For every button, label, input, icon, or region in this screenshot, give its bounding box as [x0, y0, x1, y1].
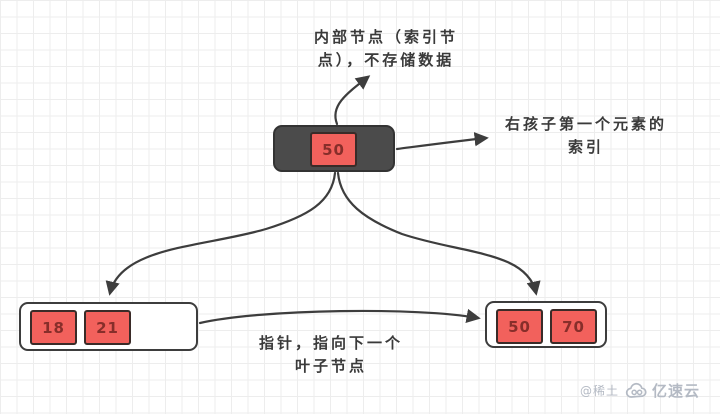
annotation-next-leaf-pointer-line1: 指针，指向下一个: [258, 334, 403, 352]
annotation-right-child-index: 右孩子第一个元素的 索引: [496, 113, 676, 159]
root-key-cell: 50: [310, 132, 357, 167]
arrow-root-to-left-leaf: [105, 171, 337, 296]
root-node: 50: [273, 125, 395, 172]
annotation-internal-node-line2: 点），不存储数据: [317, 51, 455, 69]
annotation-next-leaf-pointer: 指针，指向下一个 叶子节点: [236, 332, 426, 378]
arrow-leaf-next-pointer: [198, 308, 481, 325]
annotation-internal-node: 内部节点（索引节 点），不存储数据: [286, 26, 486, 72]
annotation-right-child-index-line1: 右孩子第一个元素的: [504, 115, 667, 133]
watermark-brand-text: 亿速云: [652, 382, 701, 400]
left-leaf-node: 18 21: [19, 302, 198, 351]
right-leaf-node: 50 70: [485, 301, 607, 348]
annotation-right-child-index-line2: 索引: [567, 138, 604, 156]
left-leaf-key-cell: 18: [30, 310, 77, 345]
annotation-next-leaf-pointer-line2: 叶子节点: [294, 357, 367, 375]
arrow-root-to-right-leaf: [336, 171, 541, 296]
right-leaf-key-cell: 50: [496, 309, 543, 344]
watermark: @稀土 亿速云: [580, 380, 700, 401]
cloud-icon: [625, 382, 647, 398]
watermark-brand: 亿速云: [625, 380, 700, 401]
annotation-internal-node-line1: 内部节点（索引节: [313, 28, 458, 46]
arrow-root-to-right-annotation: [395, 132, 489, 151]
watermark-handle: @稀土: [580, 384, 620, 398]
right-leaf-key-cell: 70: [550, 309, 597, 344]
arrow-root-to-top-annotation: [334, 75, 371, 126]
left-leaf-key-cell: 21: [84, 310, 131, 345]
